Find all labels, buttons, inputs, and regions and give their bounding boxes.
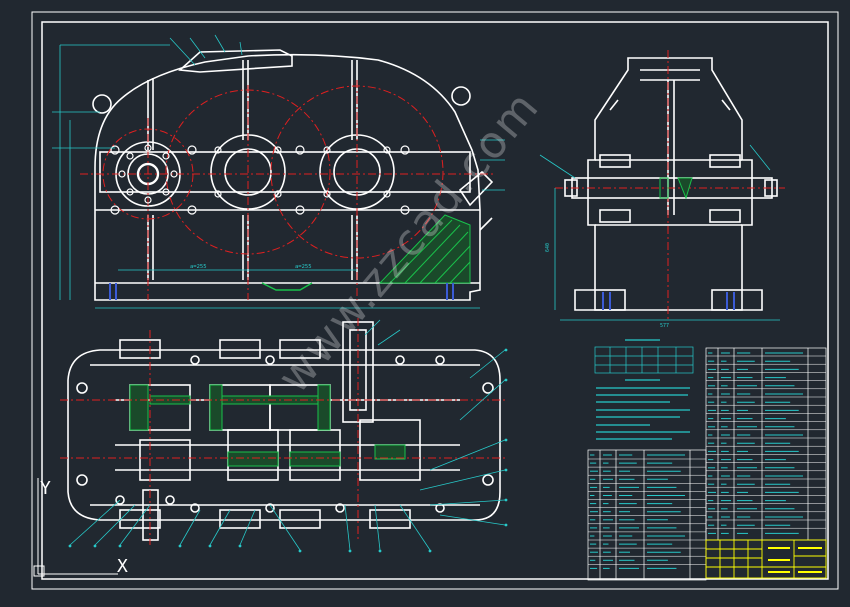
parts-list-right-text bbox=[708, 352, 803, 534]
top-centerlines bbox=[60, 318, 505, 545]
side-housing-outline bbox=[574, 57, 763, 311]
side-foundation-bolts bbox=[602, 292, 735, 310]
parts-list-lower-text bbox=[590, 454, 685, 569]
top-housing-outline bbox=[67, 349, 501, 521]
front-hatch bbox=[261, 214, 471, 291]
side-hatch bbox=[659, 177, 693, 200]
top-leader-lines bbox=[69, 319, 506, 551]
technical-notes bbox=[596, 339, 690, 440]
parts-list-right bbox=[705, 347, 827, 541]
top-hatch bbox=[129, 384, 406, 467]
front-foundation-bolts bbox=[109, 283, 454, 300]
title-block bbox=[705, 539, 827, 579]
front-dimensions bbox=[52, 34, 505, 309]
side-view bbox=[564, 57, 778, 311]
technical-spec-table bbox=[594, 346, 694, 374]
ucs-icon bbox=[33, 478, 118, 577]
top-balloons bbox=[68, 348, 508, 553]
side-centerlines bbox=[555, 50, 785, 320]
title-block-text bbox=[768, 547, 822, 573]
parts-list-lower-rows bbox=[588, 458, 706, 565]
ucs-y-label: Y bbox=[40, 478, 51, 499]
side-dim-width: 577 bbox=[660, 323, 669, 329]
side-dim-height: 640 bbox=[545, 243, 551, 252]
front-bolt-holes bbox=[110, 144, 410, 215]
front-housing-outline bbox=[94, 53, 481, 301]
side-dimensions bbox=[539, 144, 780, 321]
front-dim-label-1: a=255 bbox=[190, 264, 207, 270]
inner-frame bbox=[41, 21, 829, 580]
front-dim-label-2: a=255 bbox=[295, 264, 312, 270]
outer-frame bbox=[31, 11, 839, 590]
parts-list-right-rows bbox=[706, 355, 826, 529]
ucs-x-label: X bbox=[117, 556, 128, 577]
